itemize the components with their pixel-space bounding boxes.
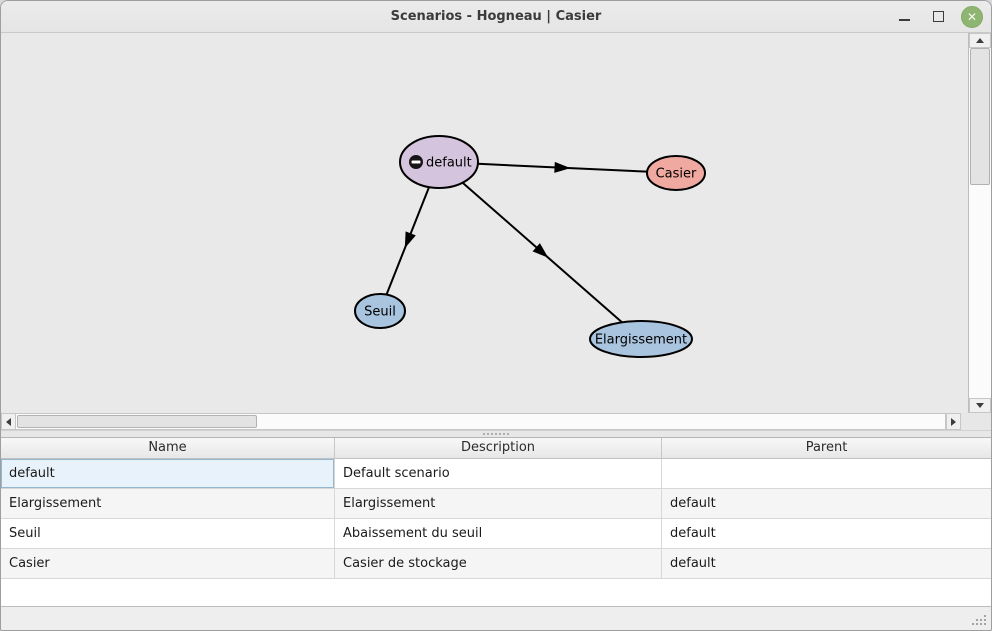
horizontal-scrollbar-thumb[interactable] — [17, 415, 257, 428]
arrow-right-icon — [951, 417, 956, 426]
vertical-scrollbar[interactable] — [968, 33, 991, 413]
graph-node-Seuil[interactable]: Seuil — [354, 293, 406, 329]
cell-description[interactable]: Default scenario — [335, 459, 662, 489]
cell-name[interactable]: Seuil — [1, 519, 335, 549]
graph-node-label: default — [426, 156, 472, 171]
cell-name-selected[interactable]: default — [1, 459, 335, 489]
edge-arrowhead-icon — [404, 231, 416, 249]
arrow-down-icon — [976, 403, 984, 408]
table-header: Name Description Parent — [1, 438, 991, 459]
maximize-icon — [932, 11, 944, 22]
splitter-grip-icon — [495, 433, 497, 435]
graph-node-default[interactable]: default — [399, 135, 479, 189]
cell-parent[interactable] — [662, 459, 991, 489]
scroll-left-button[interactable] — [1, 413, 16, 430]
horizontal-scrollbar-track[interactable] — [16, 413, 946, 430]
splitter-handle[interactable] — [1, 430, 991, 437]
close-icon: ✕ — [966, 9, 978, 24]
cell-name[interactable]: Elargissement — [1, 489, 335, 519]
cell-description[interactable]: Abaissement du seuil — [335, 519, 662, 549]
arrow-left-icon — [6, 417, 11, 426]
resize-grip-icon[interactable] — [984, 623, 986, 625]
table-empty-area — [1, 579, 991, 606]
cell-parent[interactable]: default — [662, 519, 991, 549]
maximize-button[interactable] — [927, 6, 949, 28]
close-button[interactable]: ✕ — [961, 5, 983, 28]
column-header-parent[interactable]: Parent — [805, 440, 848, 455]
minimize-button[interactable] — [893, 6, 915, 28]
horizontal-scrollbar[interactable] — [1, 413, 991, 430]
cell-description[interactable]: Elargissement — [335, 489, 662, 519]
vertical-scrollbar-track[interactable] — [969, 48, 991, 398]
scroll-right-button[interactable] — [946, 413, 961, 430]
cell-parent[interactable]: default — [662, 489, 991, 519]
column-header-name[interactable]: Name — [1, 438, 335, 458]
cell-description[interactable]: Casier de stockage — [335, 549, 662, 579]
window-title: Scenarios - Hogneau | Casier — [390, 9, 602, 24]
graph-node-label: Seuil — [364, 305, 396, 320]
graph-node-label: Elargissement — [595, 333, 687, 348]
edge-arrowhead-icon — [554, 161, 571, 173]
vertical-scrollbar-thumb[interactable] — [970, 48, 990, 185]
column-header-description[interactable]: Description — [335, 438, 662, 458]
window-controls: ✕ — [893, 1, 983, 32]
cell-parent[interactable]: default — [662, 549, 991, 579]
scrollbar-corner — [961, 413, 991, 430]
minimize-icon — [898, 18, 910, 21]
graph-node-Casier[interactable]: Casier — [646, 155, 706, 191]
titlebar[interactable]: Scenarios - Hogneau | Casier ✕ — [1, 1, 991, 33]
scroll-up-button[interactable] — [969, 33, 991, 48]
graph-node-Elargissement[interactable]: Elargissement — [589, 320, 693, 358]
statusbar — [1, 606, 991, 630]
arrow-up-icon — [976, 38, 984, 43]
scroll-down-button[interactable] — [969, 398, 991, 413]
edge-arrowhead-icon — [532, 243, 549, 258]
cell-name[interactable]: Casier — [1, 549, 335, 579]
graph-node-label: Casier — [656, 167, 697, 182]
